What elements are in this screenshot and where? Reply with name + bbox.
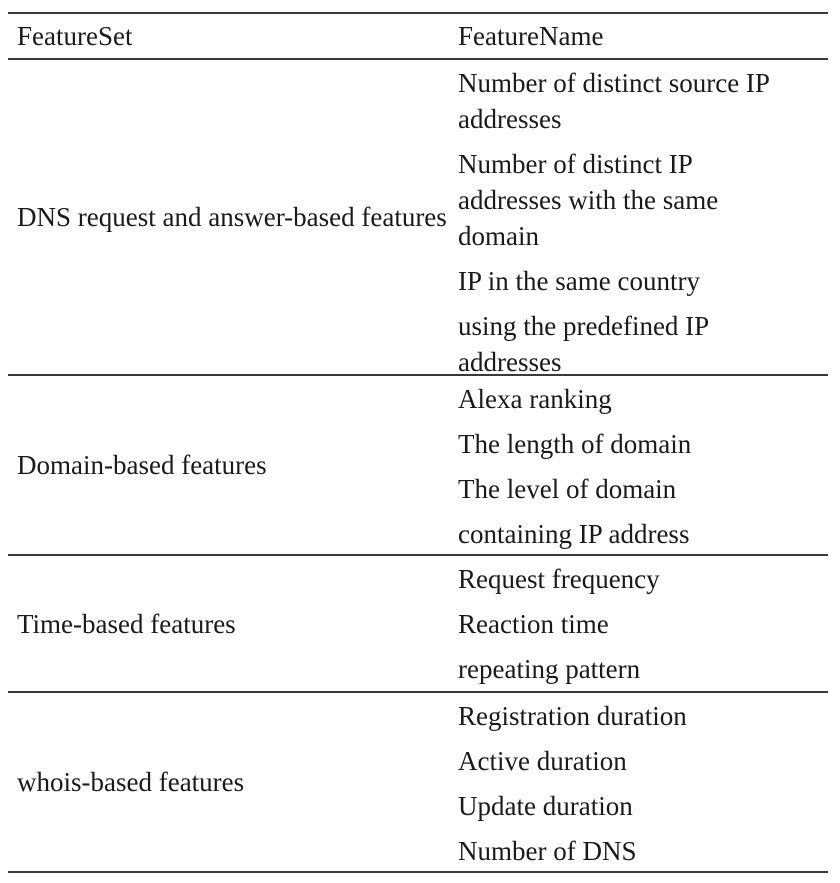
group-rule	[8, 554, 828, 556]
table-header-row: FeatureSet FeatureName	[8, 14, 828, 58]
featurename-cell: Alexa ranking The length of domain The l…	[457, 376, 828, 554]
featureset-label: Domain-based features	[17, 450, 267, 480]
feature-item: Number of DNS	[458, 836, 637, 866]
featurename-cell: Registration duration Active duration Up…	[457, 693, 828, 871]
group-rule	[8, 374, 828, 376]
feature-item: The level of domain	[458, 474, 677, 504]
table-row-group: Domain-based features Alexa ranking The …	[8, 376, 828, 554]
feature-item: containing IP address	[458, 519, 690, 549]
feature-item: Update duration	[458, 791, 633, 821]
feature-table: FeatureSet FeatureName DNS request and a…	[8, 12, 828, 873]
header-rule	[8, 58, 828, 60]
header-featureset: FeatureSet	[17, 20, 133, 51]
table-row-group: Time-based features Request frequency Re…	[8, 556, 828, 691]
featurename-cell: Number of distinct source IP addresses N…	[457, 60, 828, 377]
feature-item: using the predefined IP addresses	[458, 311, 709, 377]
feature-item: Request frequency	[458, 564, 660, 594]
featureset-cell: Domain-based features	[8, 376, 457, 554]
top-rule	[8, 12, 828, 14]
table-row-group: DNS request and answer-based features Nu…	[8, 60, 828, 377]
group-rule	[8, 691, 828, 693]
feature-item: repeating pattern	[458, 654, 641, 684]
featureset-label: Time-based features	[17, 608, 236, 639]
feature-item: Reaction time	[458, 609, 609, 639]
featurename-cell: Request frequency Reaction time repeatin…	[457, 556, 828, 691]
feature-item: Registration duration	[458, 701, 687, 731]
feature-item: IP in the same country	[458, 266, 700, 296]
feature-item: Number of distinct source IP addresses	[458, 68, 769, 134]
feature-item: Alexa ranking	[458, 384, 612, 414]
bottom-rule	[8, 871, 828, 873]
featureset-cell: DNS request and answer-based features	[8, 60, 457, 374]
feature-item: Active duration	[458, 746, 627, 776]
featureset-label: DNS request and answer-based features	[17, 202, 447, 232]
featureset-label: whois-based features	[17, 767, 245, 797]
feature-item: Number of distinct IP addresses with the…	[458, 149, 719, 251]
header-featurename: FeatureName	[458, 20, 604, 51]
feature-item: The length of domain	[458, 429, 692, 459]
featureset-cell: Time-based features	[8, 556, 457, 691]
table-row-group: whois-based features Registration durati…	[8, 693, 828, 871]
featureset-cell: whois-based features	[8, 693, 457, 871]
